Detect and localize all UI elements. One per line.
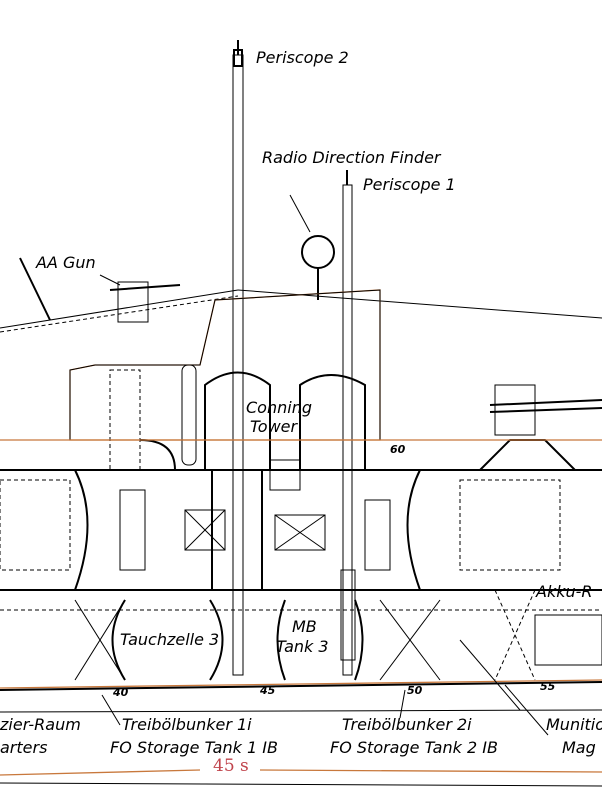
label-tank-3: Tank 3 xyxy=(276,637,329,656)
label-tower: Tower xyxy=(250,417,299,436)
ballast-tanks xyxy=(0,589,602,681)
label-akku-raum: Akku-R xyxy=(535,582,593,601)
bridge-fairing xyxy=(69,289,381,471)
label-tauchzelle-3: Tauchzelle 3 xyxy=(120,630,219,649)
frame-number-45: 45 xyxy=(259,684,276,697)
label-fo-storage-tank-2: FO Storage Tank 2 IB xyxy=(330,738,498,757)
periscope-2-mast xyxy=(232,40,244,676)
label-treibolbunker-2i: Treibölbunker 2i xyxy=(342,715,472,734)
label-conning: Conning xyxy=(246,398,312,417)
label-fo-storage-tank-1: FO Storage Tank 1 IB xyxy=(110,738,278,757)
page-number: 45 s xyxy=(213,756,249,776)
label-treibolbunker-1i: Treibölbunker 1i xyxy=(122,715,252,734)
aa-gun xyxy=(99,274,181,323)
label-quarters: arters xyxy=(0,738,47,757)
page-rule-right xyxy=(259,769,602,773)
label-radio-direction-finder: Radio Direction Finder xyxy=(262,148,442,167)
pressure-hull xyxy=(0,459,602,591)
periscope-1-mast xyxy=(340,170,356,676)
label-mb: MB xyxy=(292,617,317,636)
label-periscope-1: Periscope 1 xyxy=(363,175,456,194)
frame-number-60: 60 xyxy=(390,443,406,456)
deck-gun xyxy=(477,384,602,471)
frame-number-40: 40 xyxy=(112,686,129,699)
page-rule-bottom xyxy=(0,782,602,787)
label-periscope-2: Periscope 2 xyxy=(256,48,349,67)
label-munition: Munitio xyxy=(546,715,602,734)
page-rule-left xyxy=(0,769,201,776)
frame-number-50: 50 xyxy=(407,684,423,697)
keel xyxy=(0,679,602,713)
label-magazine: Mag xyxy=(562,738,596,757)
label-offizier-raum: zier-Raum xyxy=(0,715,81,734)
radio-direction-finder xyxy=(289,194,335,300)
label-aa-gun: AA Gun xyxy=(35,253,96,272)
frame-number-55: 55 xyxy=(540,680,556,693)
leader-lines xyxy=(101,639,549,736)
